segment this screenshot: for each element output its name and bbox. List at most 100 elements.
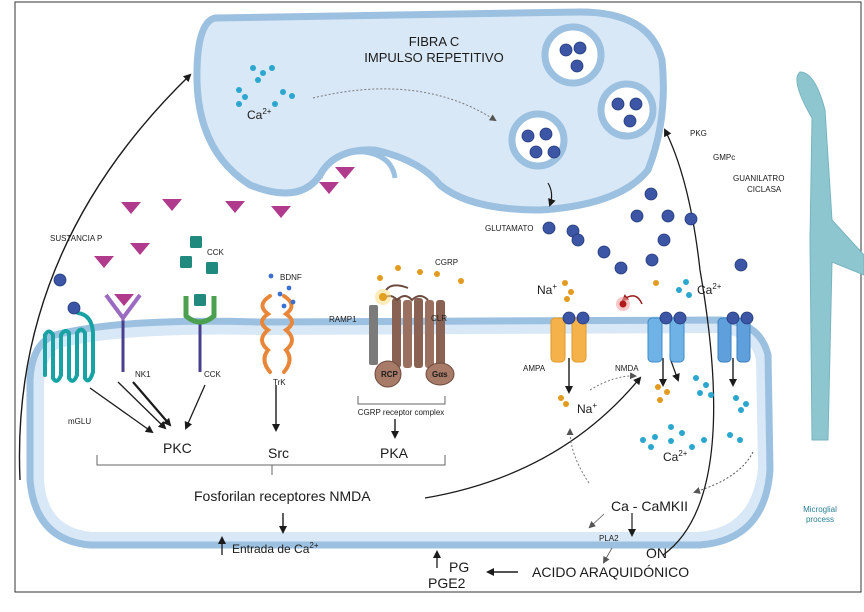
glutamate-molecules xyxy=(53,41,754,325)
glutamate-dot xyxy=(529,145,543,159)
calcium-dot xyxy=(697,390,703,396)
orange-dot xyxy=(458,278,464,284)
clr-label: CLR xyxy=(431,314,447,323)
calcium-dot xyxy=(733,395,739,401)
glutamate-dot xyxy=(623,114,637,128)
orange-dot xyxy=(558,395,564,401)
glutamate-dot xyxy=(614,261,628,275)
glutamato-label: GLUTAMATO xyxy=(485,224,533,233)
kinase-bracket xyxy=(96,455,446,475)
cck-square xyxy=(180,256,192,268)
cgrp-bracket xyxy=(357,396,446,405)
guanilatro-label: GUANILATRO xyxy=(733,174,784,183)
calcium-dot xyxy=(289,93,295,99)
acido-label: ACIDO ARAQUIDÓNICO xyxy=(532,564,689,580)
ca-right-label: Ca2+ xyxy=(697,282,722,297)
calcium-dot xyxy=(668,424,674,430)
calcium-dot xyxy=(689,444,695,450)
ca-low-label: Ca2+ xyxy=(663,449,688,464)
cck-square xyxy=(194,294,206,306)
calcium-dot xyxy=(686,292,692,298)
calcium-dot xyxy=(648,444,654,450)
calcium-channel xyxy=(717,317,751,363)
entrada-label: Entrada de Ca2+ xyxy=(232,541,319,556)
bdnf-dot xyxy=(268,273,274,279)
orange-dot xyxy=(564,296,570,302)
pkg-label: PKG xyxy=(690,129,707,138)
calcium-dot xyxy=(737,437,743,443)
calcium-dot xyxy=(242,94,248,100)
glutamate-dot xyxy=(547,145,561,159)
postsynaptic-cytoplasm xyxy=(44,333,758,532)
trk-label: TrK xyxy=(273,378,286,387)
bdnf-molecules xyxy=(268,273,296,309)
calcium-dot xyxy=(701,437,707,443)
title-line-1: FIBRA C xyxy=(409,34,460,49)
glutamate-dot xyxy=(576,311,590,325)
orange-dot xyxy=(563,401,569,407)
gas-label: Gαs xyxy=(432,370,448,379)
orange-dot xyxy=(417,269,423,275)
cgrp-receptor-complex xyxy=(369,284,455,388)
glutamate-dot xyxy=(734,258,748,272)
substance-p-triangle xyxy=(225,201,245,213)
mglu-label: mGLU xyxy=(68,417,91,426)
sodium-cgrp-molecules xyxy=(377,265,670,407)
process-label: process xyxy=(806,515,834,524)
substance-p-triangle xyxy=(271,206,291,218)
na-top-label: Na+ xyxy=(537,282,557,297)
cck-receptor xyxy=(183,296,217,372)
outer-frame xyxy=(14,1,862,593)
cck-low-label: CCK xyxy=(204,370,222,379)
glutamate-dot xyxy=(562,311,576,325)
glutamate-dot xyxy=(67,301,81,315)
glutamate-dot xyxy=(521,129,535,143)
gmpc-label: GMPc xyxy=(713,153,735,162)
glutamate-dot xyxy=(629,97,643,111)
calcium-dot xyxy=(738,407,744,413)
glutamate-dot xyxy=(630,209,644,223)
glutamate-dot xyxy=(726,311,740,325)
glutamate-dot xyxy=(571,233,585,247)
orange-dot xyxy=(655,384,661,390)
calcium-dot xyxy=(708,392,714,398)
glutamate-dot xyxy=(539,127,553,141)
mg-ion xyxy=(619,300,627,308)
calcium-dot xyxy=(703,382,709,388)
calcium-dot xyxy=(652,434,658,440)
glutamate-dot xyxy=(559,43,573,57)
glutamate-dot xyxy=(570,59,584,73)
orange-dot xyxy=(568,289,574,295)
ramp1-label: RAMP1 xyxy=(329,315,357,324)
ampa-label: AMPA xyxy=(523,364,546,373)
calcium-dot xyxy=(683,279,689,285)
calcium-dot xyxy=(236,87,242,93)
glutamate-dot xyxy=(684,212,698,226)
calcium-dot xyxy=(272,101,278,107)
glutamate-dot xyxy=(657,233,671,247)
mglu-receptor xyxy=(43,311,95,383)
fosforilan-label: Fosforilan receptores NMDA xyxy=(194,488,371,504)
microglial-label: Microglial xyxy=(803,505,837,514)
bdnf-label: BDNF xyxy=(280,273,302,282)
glutamate-dot xyxy=(542,221,556,235)
calcium-dot xyxy=(280,89,286,95)
pge2-label: PGE2 xyxy=(428,575,466,591)
camkii-label: Ca - CaMKII xyxy=(611,498,688,514)
cgrp-label: CGRP xyxy=(435,258,458,267)
substance-p-triangle xyxy=(162,199,182,211)
cck-top-label: CCK xyxy=(207,248,225,257)
nk1-label: NK1 xyxy=(135,370,151,379)
glutamate-dot xyxy=(673,311,687,325)
ciclasa-label: CICLASA xyxy=(747,185,782,194)
calcium-ions xyxy=(236,65,749,450)
pathway-arrows xyxy=(18,73,754,576)
nmda-label: NMDA xyxy=(615,364,639,373)
glutamate-dot xyxy=(611,97,625,111)
nk1-receptor xyxy=(104,293,142,372)
cck-square xyxy=(206,262,218,274)
calcium-dot xyxy=(255,77,261,83)
glutamate-dot xyxy=(597,245,611,259)
pla2-label: PLA2 xyxy=(599,534,619,543)
orange-dot xyxy=(657,397,663,403)
